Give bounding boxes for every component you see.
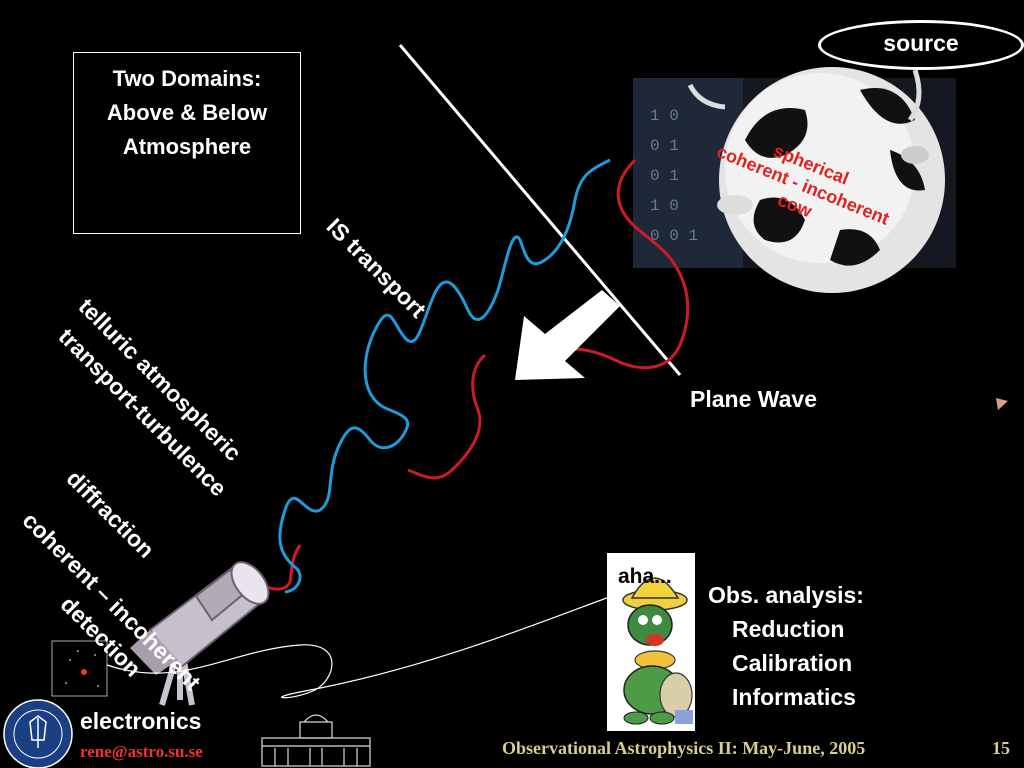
domains-line-2: Above & Below: [106, 100, 268, 125]
obs-item-reduction: Reduction: [732, 616, 845, 642]
red-wave: [549, 158, 690, 370]
svg-text:0 1: 0 1: [650, 137, 679, 155]
obs-analysis-list: Obs. analysis: Reduction Calibration Inf…: [708, 578, 864, 714]
obs-item-informatics: Informatics: [732, 684, 856, 710]
detector-image: [51, 640, 108, 697]
svg-text:0 1: 0 1: [650, 167, 679, 185]
footer-title: Observational Astrophysics II: May-June,…: [502, 738, 866, 758]
email-link[interactable]: rene@astro.su.se: [80, 742, 203, 761]
observatory-building: [261, 714, 371, 767]
domains-line-1: Two Domains:: [112, 66, 262, 91]
source-label: source: [818, 20, 1024, 70]
transport-arrow: [515, 290, 620, 380]
obs-title: Obs. analysis:: [708, 582, 864, 608]
pointer-icon: [996, 398, 1008, 410]
domains-line-3: Atmosphere: [122, 134, 252, 159]
svg-text:1 0: 1 0: [650, 197, 679, 215]
svg-text:1 0: 1 0: [650, 107, 679, 125]
electronics-wire: [106, 595, 613, 699]
obs-item-calibration: Calibration: [732, 650, 853, 676]
electronics-label: electronics: [80, 708, 202, 734]
svg-text:0 0 1: 0 0 1: [650, 227, 698, 245]
domains-box: Two Domains: Above & Below Atmosphere: [73, 52, 301, 234]
red-wave-lower: [407, 353, 487, 480]
turtle-image: [607, 553, 695, 731]
cow-image: 1 0 0 1 0 1 1 0 0 0 1: [633, 67, 956, 293]
blue-wave: [278, 158, 611, 594]
red-wave-bottom: [261, 544, 302, 591]
aha-label: aha...: [618, 565, 672, 588]
plane-wave-label: Plane Wave: [690, 386, 817, 412]
university-seal: [3, 699, 73, 768]
wavefront-line: [398, 44, 682, 376]
telescope-icon: [130, 561, 270, 706]
slide-number: 15: [992, 738, 1010, 758]
